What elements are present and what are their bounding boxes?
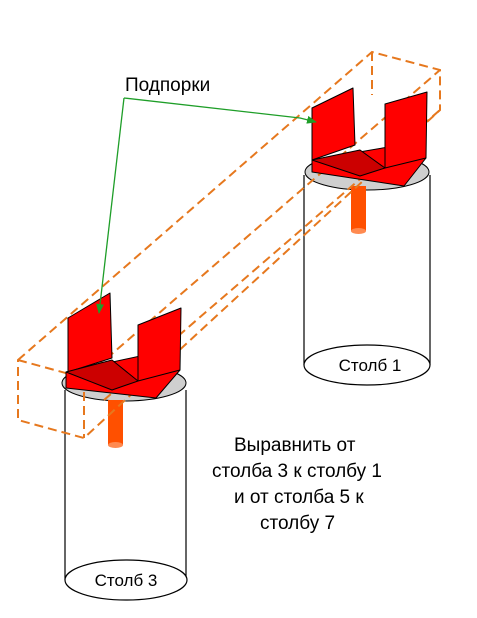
support-1-front-flange [384, 91, 428, 169]
support-bracket-1 [311, 87, 428, 187]
rods [108, 186, 366, 448]
post-1-base-ellipse [303, 344, 431, 386]
support-1-back-flange [311, 87, 356, 161]
instruction-line-1: Выравнить от [234, 435, 356, 456]
post-1-rod [351, 186, 366, 231]
post-3-base-ellipse [64, 559, 188, 601]
post-3-label: Столб 3 [95, 571, 158, 590]
callout-label: Подпорки [125, 75, 210, 96]
support-1-inner-face [311, 149, 386, 177]
support-3-front-flange [137, 307, 182, 382]
instruction-line-3: и от столба 5 к [234, 487, 364, 508]
support-3-back-flange [67, 292, 113, 373]
instruction-line-4: столбу 7 [260, 513, 335, 534]
callout-leaders [96, 97, 317, 314]
post-3-rod [108, 400, 123, 445]
instruction-line-2: столба 3 к столбу 1 [212, 461, 382, 482]
leader-to-support-3 [96, 97, 125, 314]
support-3-inner-face [65, 359, 139, 391]
instruction-text: Выравнить от столба 3 к столбу 1 и от ст… [212, 435, 382, 534]
post-3-rod-end [108, 442, 123, 448]
leader-to-support-1 [123, 97, 317, 124]
post-1: Столб 1 [303, 153, 431, 386]
post-1-label: Столб 1 [339, 356, 402, 375]
support-bracket-3 [65, 292, 182, 399]
post-1-rod-end [351, 228, 366, 234]
